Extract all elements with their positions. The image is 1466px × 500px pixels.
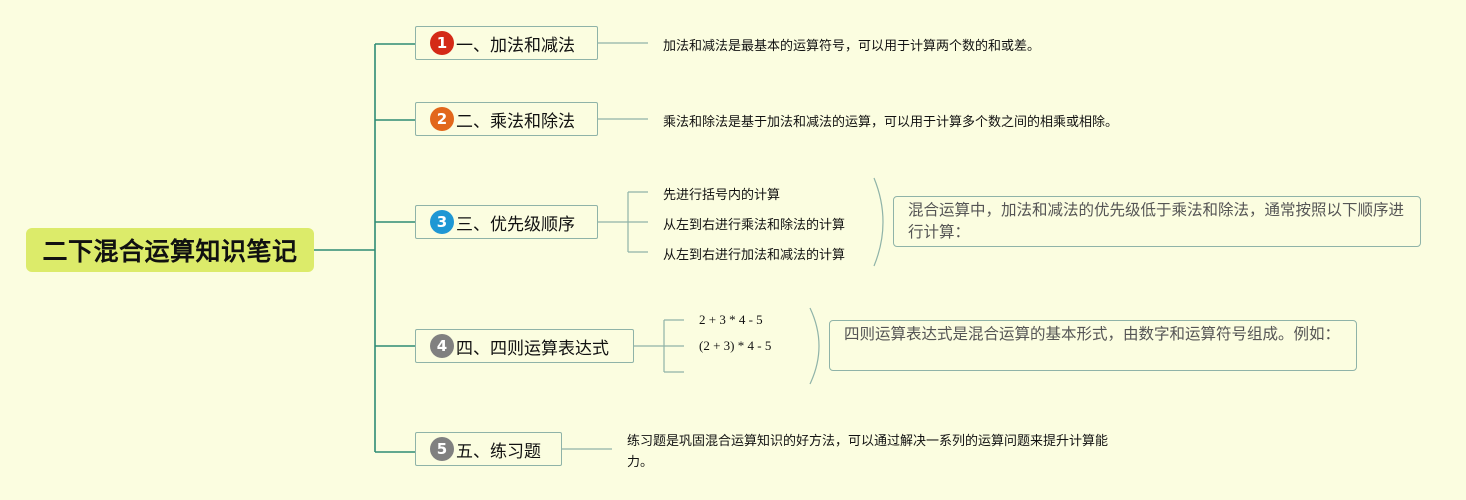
- topic-label: 二、乘法和除法: [456, 111, 575, 132]
- note-multiplication-division: 乘法和除法是基于加法和减法的运算，可以用于计算多个数之间的相乘或相除。: [663, 115, 1119, 130]
- number-5-icon: 5: [430, 437, 454, 461]
- note-addition-subtraction: 加法和减法是最基本的运算符号，可以用于计算两个数的和或差。: [663, 39, 1041, 54]
- summary-text: 混合运算中，加法和减法的优先级低于乘法和除法，通常按照以下顺序进行计算：: [908, 201, 1405, 241]
- expression-example-1[interactable]: 2 + 3 * 4 - 5: [699, 312, 763, 327]
- topic-label: 五、练习题: [456, 441, 541, 462]
- topic-exercises[interactable]: 5 五、练习题: [415, 432, 562, 466]
- root-title: 二下混合运算知识笔记: [42, 237, 298, 266]
- topic-priority-order[interactable]: 3 三、优先级顺序: [415, 205, 598, 239]
- expression-example-2[interactable]: (2 + 3) * 4 - 5: [699, 338, 772, 353]
- subtopic-multiply-divide-left-to-right[interactable]: 从左到右进行乘法和除法的计算: [663, 218, 846, 233]
- topic-label: 三、优先级顺序: [456, 214, 575, 235]
- topic-label: 一、加法和减法: [456, 35, 575, 56]
- summary-brace-4: [809, 307, 820, 385]
- topic-arithmetic-expressions[interactable]: 4 四、四则运算表达式: [415, 329, 634, 363]
- topic-addition-subtraction[interactable]: 1 一、加法和减法: [415, 26, 598, 60]
- number-2-icon: 2: [430, 107, 454, 131]
- topic-label: 四、四则运算表达式: [456, 338, 609, 359]
- subtopic-parentheses-first[interactable]: 先进行括号内的计算: [663, 188, 781, 203]
- summary-arithmetic-expressions[interactable]: 四则运算表达式是混合运算的基本形式，由数字和运算符号组成。例如：: [829, 320, 1357, 371]
- note-exercises: 练习题是巩固混合运算知识的好方法，可以通过解决一系列的运算问题来提升计算能力。: [627, 434, 1109, 470]
- subtopic-add-subtract-left-to-right[interactable]: 从左到右进行加法和减法的计算: [663, 248, 846, 263]
- number-4-icon: 4: [430, 334, 454, 358]
- summary-text: 四则运算表达式是混合运算的基本形式，由数字和运算符号组成。例如：: [844, 325, 1341, 343]
- root-topic[interactable]: 二下混合运算知识笔记: [26, 228, 314, 272]
- topic-multiplication-division[interactable]: 2 二、乘法和除法: [415, 102, 598, 136]
- number-3-icon: 3: [430, 210, 454, 234]
- summary-brace-3: [873, 177, 884, 267]
- number-1-icon: 1: [430, 31, 454, 55]
- summary-priority-order[interactable]: 混合运算中，加法和减法的优先级低于乘法和除法，通常按照以下顺序进行计算：: [893, 196, 1421, 247]
